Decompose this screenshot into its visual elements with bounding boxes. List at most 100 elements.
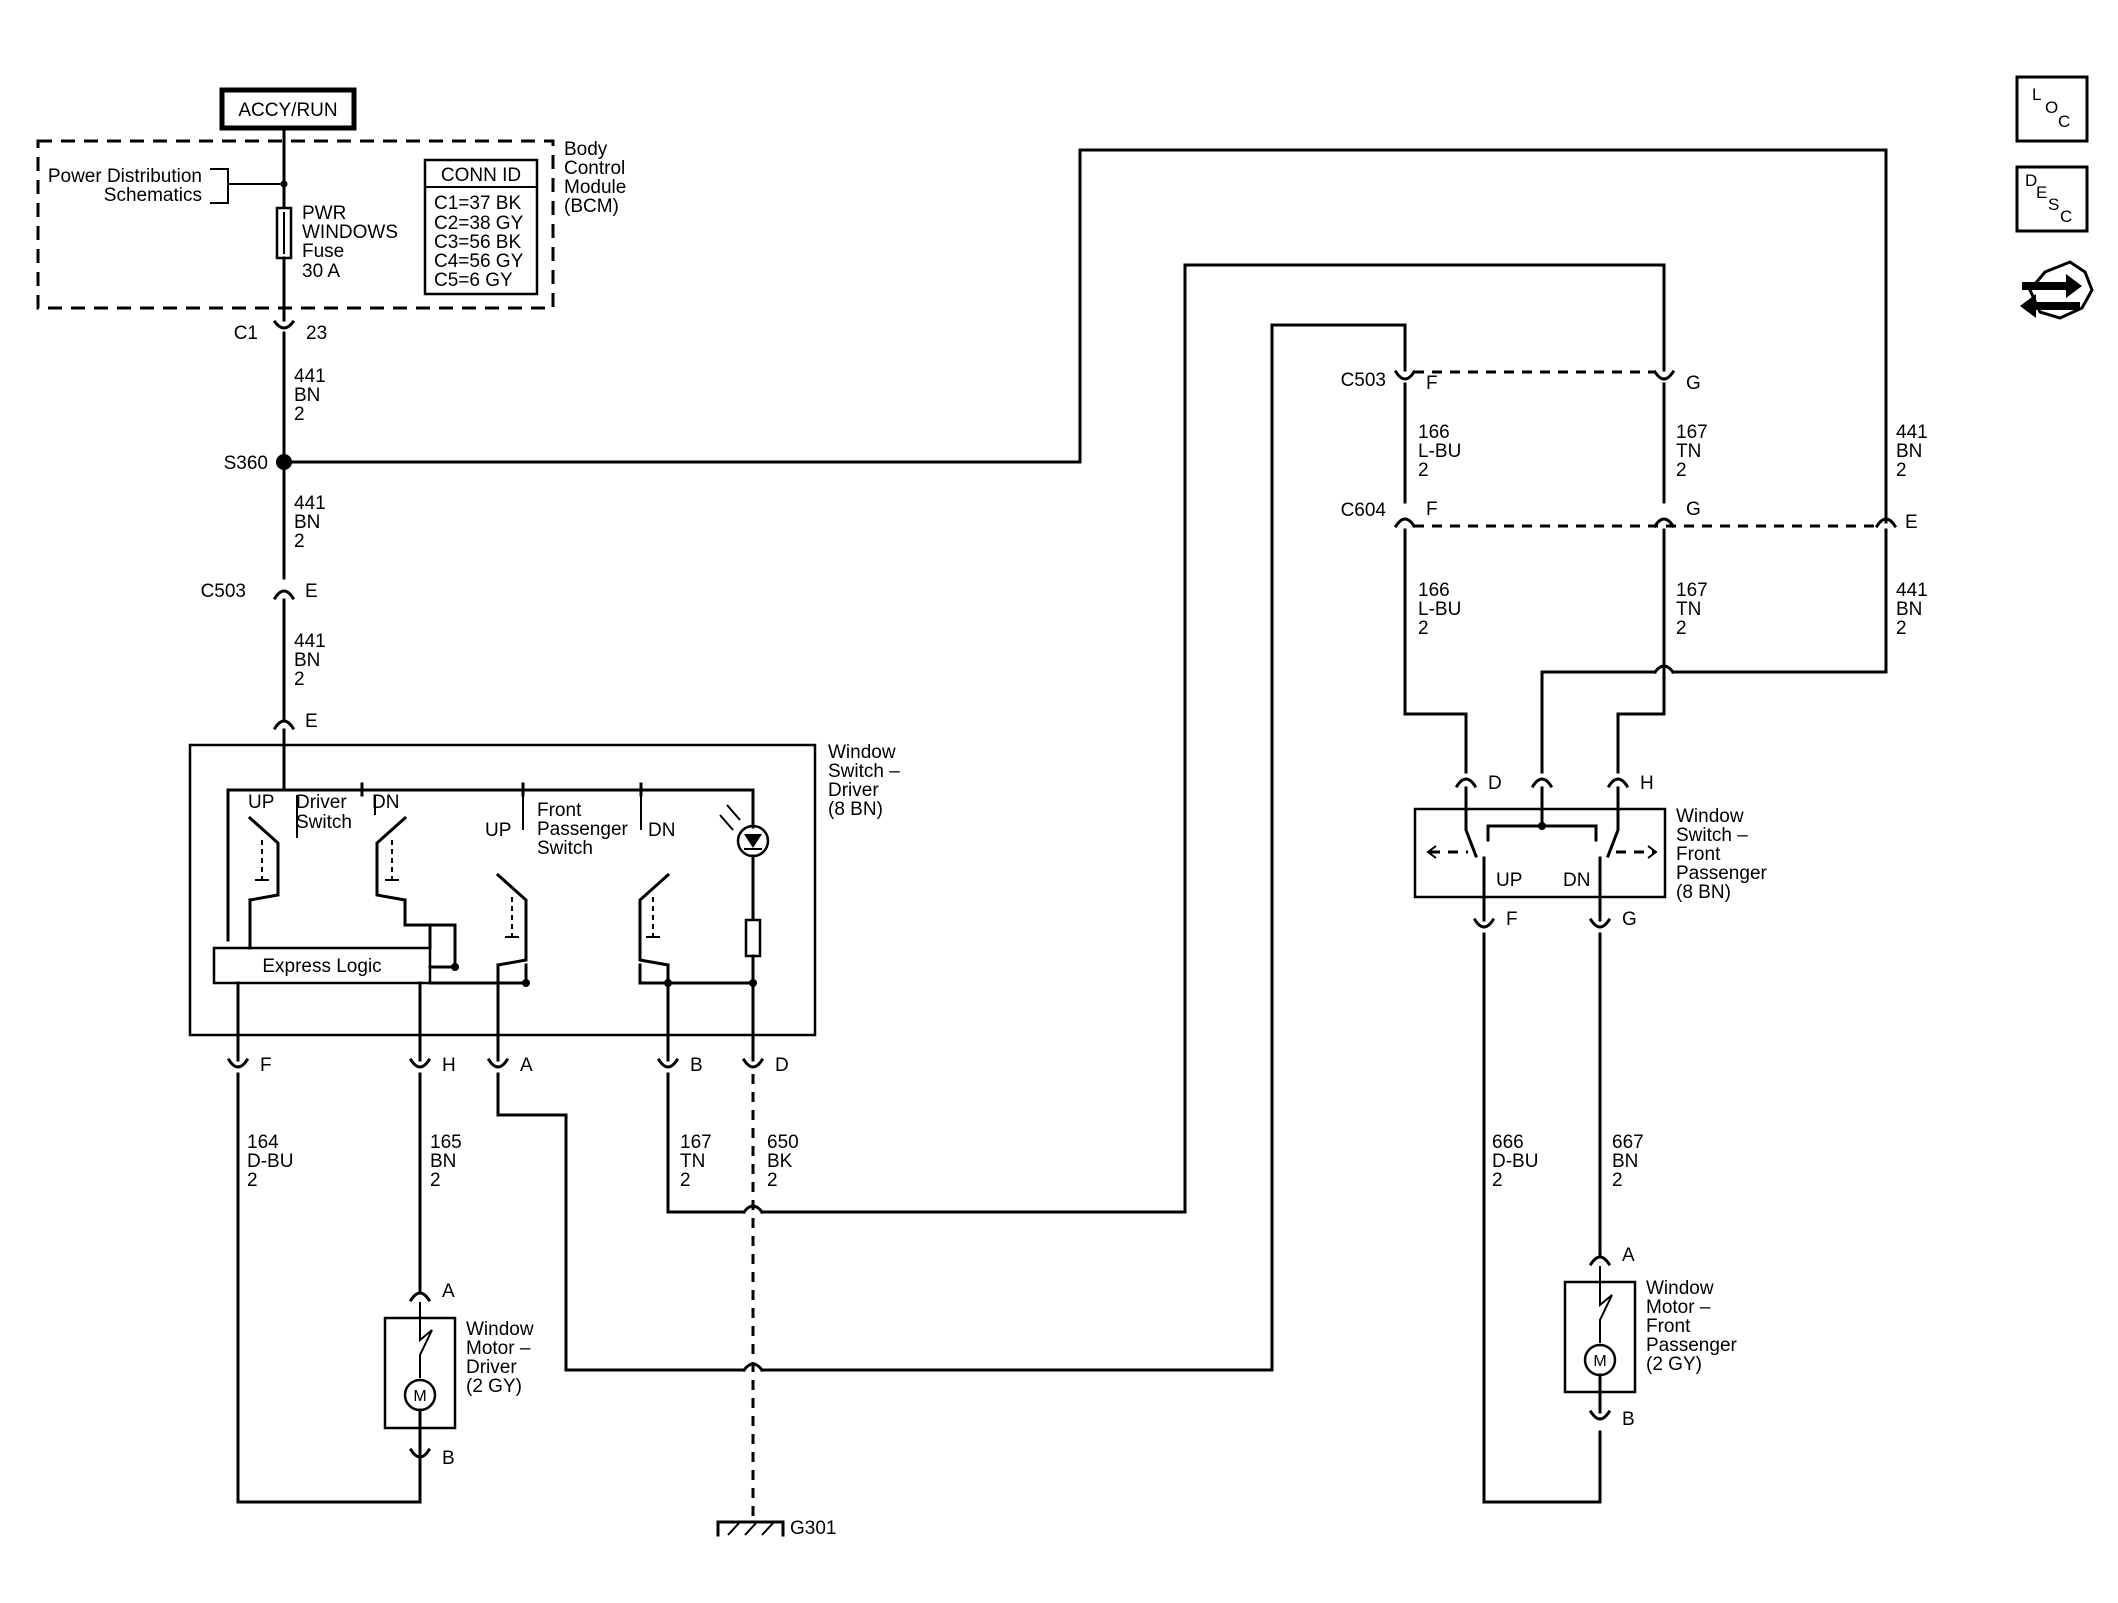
pass-switch-h-label: H [1640, 773, 1654, 794]
wire-441-d-2: BN [1896, 441, 1922, 462]
fp-dn-return [638, 963, 670, 985]
pass-switch-pin-e [1530, 777, 1554, 789]
pass-motor-m: M [1593, 1353, 1606, 1370]
pass-switch-housing [1413, 807, 1667, 899]
pin-d-label: D [775, 1055, 789, 1076]
driver-dn-contact [375, 815, 408, 902]
wire-441-b-1: 441 [294, 493, 326, 514]
c503-label-left: C503 [201, 581, 246, 602]
driver-switch-label-1: Driver [296, 792, 347, 813]
loc-letter-3: C [2058, 112, 2070, 131]
wire-167-to-c503 [760, 263, 1666, 1214]
driver-up-contact [247, 815, 280, 902]
wire-167-driver-side [666, 1072, 746, 1214]
pass-up-contact-top [1464, 786, 1478, 858]
fp-dn-label: DN [648, 820, 675, 841]
c604-e-pin: E [1905, 512, 1918, 533]
c503-e-pin: E [305, 581, 318, 602]
pass-up-arrow [1426, 845, 1437, 859]
wire-441-a-2: BN [294, 385, 320, 406]
wire-166-b-3: 2 [1418, 618, 1429, 639]
pass-motor-name-4: Passenger [1646, 1335, 1738, 1356]
pass-switch-name-4: Passenger [1676, 863, 1768, 884]
wire-167-a-2: TN [1676, 441, 1701, 462]
pass-switch-f-label: F [1506, 909, 1518, 930]
c503-g-pin: G [1686, 373, 1701, 394]
loc-button[interactable]: L O C [2015, 75, 2089, 143]
driver-motor-name-3: Driver [466, 1357, 517, 1378]
conn-id-4: C4=56 GY [434, 251, 524, 272]
wire-164-2: D-BU [247, 1151, 293, 1172]
driver-switch-name-4: (8 BN) [828, 799, 883, 820]
bcm-name-2: Control [564, 158, 625, 179]
wire-650-2: BK [767, 1151, 793, 1172]
pin-a-label: A [520, 1055, 533, 1076]
wire-167-1: 167 [680, 1132, 712, 1153]
pin-h-label: H [442, 1055, 456, 1076]
c503-f-terminal [1393, 369, 1417, 381]
wire-441-e-3: 2 [1896, 618, 1907, 639]
wire-666 [1482, 932, 1602, 1504]
wire-441-a-1: 441 [294, 366, 326, 387]
pin-a-terminal [486, 1057, 510, 1069]
driver-motor-pin-b [408, 1447, 432, 1459]
wire-166-b-2: L-BU [1418, 599, 1461, 620]
pass-switch-pin-h [1606, 777, 1630, 789]
wire-166-to-c503 [760, 323, 1407, 1372]
loc-letter-2: O [2045, 98, 2058, 117]
loc-letter-1: L [2032, 85, 2041, 104]
pass-switch-d-label: D [1488, 773, 1502, 794]
s360-label: S360 [224, 453, 268, 474]
pin-d-terminal [741, 1057, 765, 1069]
ref-bracket [210, 168, 284, 185]
driver-switch-label-2: Switch [296, 812, 352, 833]
wire-650-3: 2 [767, 1170, 778, 1191]
pin-b-terminal [656, 1057, 680, 1069]
wire-441-pass-branch [1671, 540, 1888, 674]
c1-pin-label: 23 [306, 323, 327, 344]
c503-e-socket [272, 589, 296, 601]
pass-switch-pin-g [1588, 917, 1612, 929]
ground-g301: G301 [716, 1518, 836, 1539]
fp-switch-label-3: Switch [537, 838, 593, 859]
driver-motor-name-4: (2 GY) [466, 1376, 522, 1397]
wire-167-2: TN [680, 1151, 705, 1172]
fp-switch-label-2: Passenger [537, 819, 629, 840]
wire-441-c-2: BN [294, 650, 320, 671]
ref-bracket-lower [210, 184, 229, 204]
connector-end-view-icon[interactable] [2020, 260, 2094, 320]
feed-441: C1 23 441 BN 2 S360 441 BN 2 C503 E 441 … [201, 148, 1888, 792]
pass-motor-b-label: B [1622, 1409, 1635, 1430]
driver-motor-name-2: Motor – [466, 1338, 531, 1359]
c503-g-terminal [1652, 369, 1676, 381]
wire-166-driver-side [496, 1072, 746, 1372]
logic-junction [451, 963, 459, 971]
switch-e-socket [272, 719, 296, 731]
driver-motor-m: M [413, 1388, 426, 1405]
driver-switch-housing [188, 743, 817, 1037]
driver-motor-pin-a [408, 1291, 432, 1303]
wire-167-3: 2 [680, 1170, 691, 1191]
wire-166-a-2: L-BU [1418, 441, 1461, 462]
pin-h-terminal [408, 1057, 432, 1069]
driver-switch-name-2: Switch – [828, 761, 900, 782]
fuse-label-2: WINDOWS [302, 222, 398, 243]
wire-166-a-3: 2 [1418, 460, 1429, 481]
wire-441-b-3: 2 [294, 531, 305, 552]
wire-441-b-2: BN [294, 512, 320, 533]
wire-667-2: BN [1612, 1151, 1638, 1172]
power-distribution-ref-1[interactable]: Power Distribution [48, 166, 202, 187]
power-distribution-ref-2[interactable]: Schematics [104, 185, 202, 206]
wire-666-1: 666 [1492, 1132, 1524, 1153]
fp-up-label: UP [485, 820, 511, 841]
led-resistor [744, 918, 762, 958]
fuse-label-4: 30 A [302, 261, 340, 282]
pass-switch-pin-d [1454, 777, 1478, 789]
wire-441-c-3: 2 [294, 669, 305, 690]
wire-441-to-passenger [282, 148, 1888, 524]
desc-button[interactable]: D E S C [2015, 165, 2089, 233]
pass-up-label: UP [1496, 870, 1522, 891]
driver-dn-label: DN [372, 792, 399, 813]
desc-letter-2: E [2036, 183, 2047, 202]
pin-f-label: F [260, 1055, 272, 1076]
